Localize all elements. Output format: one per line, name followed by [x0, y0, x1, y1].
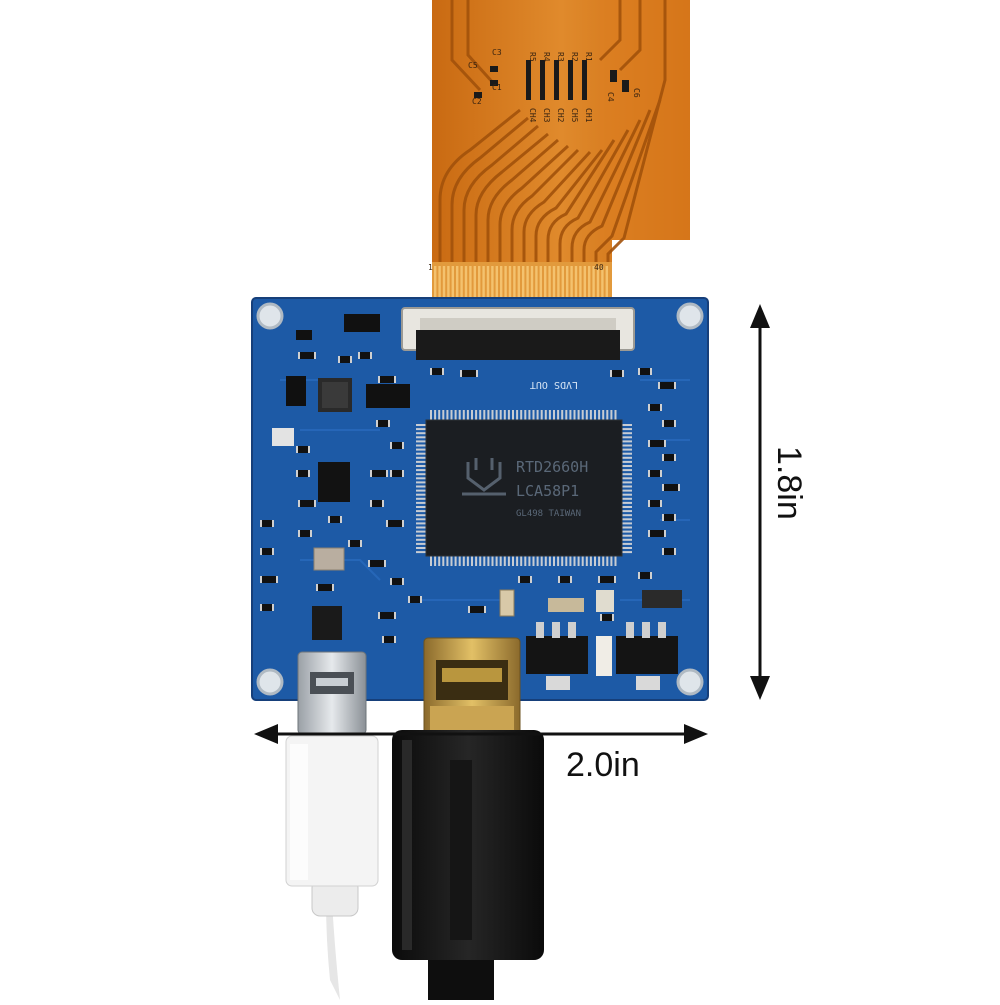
flex-pin-end: 40 — [594, 263, 604, 272]
flex-cable: 1 40 R5 R4 R3 R2 R1 CH4 CH3 CH2 CH5 CH1 … — [428, 0, 690, 304]
flex-cap-labels: C5 C3 C1 C2 C4 C6 — [468, 48, 641, 106]
flex-pin-start: 1 — [428, 263, 433, 272]
lvds-out-label: LVDS OUT — [530, 379, 578, 390]
flex-label-c5: C5 — [468, 61, 478, 70]
flex-label-c2: C2 — [472, 97, 482, 106]
width-label: 2.0in — [566, 746, 640, 784]
mounting-holes — [256, 302, 704, 696]
arrow-left-icon — [254, 724, 278, 744]
flex-label-ch2: CH2 — [556, 108, 565, 123]
flex-resistor-labels: R5 R4 R3 R2 R1 — [528, 52, 593, 62]
chip-batch: LCA58P1 — [516, 482, 579, 500]
chip-origin: GL498 TAIWAN — [516, 509, 581, 519]
height-dimension: 1.8in — [750, 304, 808, 700]
flex-channel-labels: CH4 CH3 CH2 CH5 CH1 — [528, 108, 593, 123]
flex-label-ch5: CH5 — [570, 108, 579, 123]
chip-model: RTD2660H — [516, 458, 588, 476]
height-label: 1.8in — [770, 446, 808, 520]
flex-label-c3: C3 — [492, 48, 502, 57]
arrow-up-icon — [750, 304, 770, 328]
pcb-board: LVDS OUT RTD2660H LCA58P1 GL498 TAIWAN — [251, 297, 709, 737]
flex-label-ch1: CH1 — [584, 108, 593, 123]
mini-hdmi-port — [423, 637, 521, 737]
lvds-connector — [401, 307, 635, 360]
flex-label-ch4: CH4 — [528, 108, 537, 123]
small-parts — [260, 352, 680, 643]
flex-label-r3: R3 — [556, 52, 565, 62]
usb-cable — [285, 735, 379, 1000]
width-dimension: 2.0in — [254, 724, 708, 784]
flex-label-r5: R5 — [528, 52, 537, 62]
arrow-right-icon — [684, 724, 708, 744]
flex-label-ch3: CH3 — [542, 108, 551, 123]
main-chip: RTD2660H LCA58P1 GL498 TAIWAN — [416, 410, 632, 566]
flex-label-r1: R1 — [584, 52, 593, 62]
flex-label-c1: C1 — [492, 83, 502, 92]
flex-label-r2: R2 — [570, 52, 579, 62]
hdmi-cable — [392, 730, 544, 1000]
chip-logo — [462, 458, 506, 496]
flex-label-c6: C6 — [632, 88, 641, 98]
smd-components — [272, 314, 682, 690]
arrow-down-icon — [750, 676, 770, 700]
flex-label-c4: C4 — [606, 92, 615, 102]
micro-usb-port — [297, 651, 367, 735]
flex-label-r4: R4 — [542, 52, 551, 62]
